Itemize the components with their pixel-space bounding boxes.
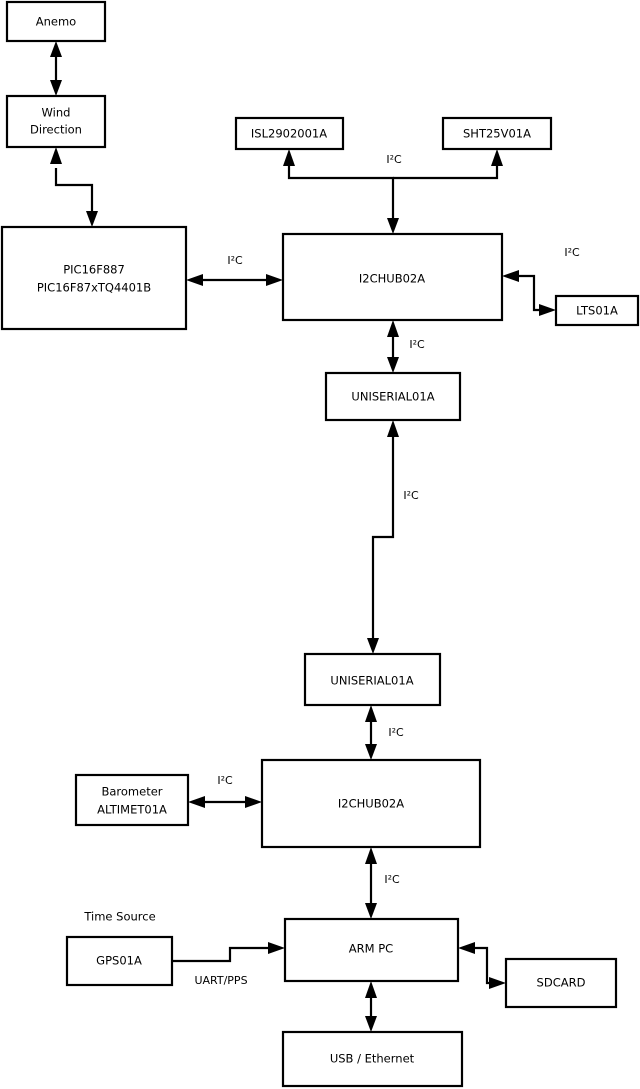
edge-label-gps-armpc: UART/PPS — [194, 974, 247, 987]
arrowhead-down — [387, 357, 399, 373]
edge-label-hubtop-uniserial: I²C — [409, 338, 425, 351]
node-anemo[interactable]: Anemo — [5, 0, 107, 43]
node-wind-direction-label-line1: Wind — [42, 106, 71, 120]
node-isl2902001a[interactable]: ISL2902001A — [234, 116, 345, 151]
arrowhead-up — [365, 705, 377, 722]
arrowhead-left — [188, 796, 205, 808]
node-gps01a[interactable]: GPS01A — [65, 935, 174, 987]
node-usb-ethernet-label: USB / Ethernet — [330, 1052, 415, 1066]
node-anemo-label: Anemo — [36, 15, 76, 29]
arrowhead-right — [539, 304, 556, 316]
arrowhead-down — [365, 744, 377, 760]
node-i2chub02a-bottom[interactable]: I2CHUB02A — [260, 758, 482, 849]
node-pic-mcu-label-line2: PIC16F87xTQ4401B — [37, 281, 151, 295]
connector-uniserial-lower-hubbot — [365, 705, 377, 760]
edge-label-hubtop-lts: I²C — [564, 246, 580, 259]
node-gps01a-label: GPS01A — [96, 954, 142, 968]
node-usb-ethernet[interactable]: USB / Ethernet — [281, 1030, 464, 1088]
node-wind-direction-label-line2: Direction — [30, 123, 82, 137]
arrowhead-down — [367, 638, 379, 654]
edge-label-pic-hubtop: I²C — [227, 254, 243, 267]
node-uniserial01a-lower[interactable]: UNISERIAL01A — [303, 652, 442, 707]
node-barometer[interactable]: Barometer ALTIMET01A — [74, 773, 190, 827]
node-i2chub02a-bottom-label: I2CHUB02A — [338, 797, 404, 811]
edge-label-barometer-hubbot: I²C — [217, 774, 233, 787]
connector-armpc-usbeth — [365, 981, 377, 1032]
connector-wind-pic — [50, 147, 98, 227]
node-barometer-label-line2: ALTIMET01A — [97, 803, 167, 817]
arrowhead-left — [458, 942, 475, 954]
connector-hubbot-armpc — [365, 847, 377, 919]
node-uniserial01a-lower-label: UNISERIAL01A — [330, 674, 413, 688]
arrowhead-up — [491, 149, 503, 166]
node-uniserial01a-upper[interactable]: UNISERIAL01A — [324, 371, 462, 422]
node-arm-pc[interactable]: ARM PC — [283, 917, 460, 983]
node-isl2902001a-label: ISL2902001A — [251, 127, 327, 141]
node-sdcard-label: SDCARD — [537, 976, 586, 990]
connector-barometer-hubbot — [188, 796, 262, 808]
node-sht25v01a-label: SHT25V01A — [463, 127, 531, 141]
edge-label-uniserial-hubbot: I²C — [388, 726, 404, 739]
arrowhead-right — [489, 977, 506, 989]
node-barometer-label-line1: Barometer — [101, 785, 162, 799]
connector-anemo-wind — [50, 41, 62, 96]
arrowhead-up — [387, 320, 399, 337]
node-arm-pc-label: ARM PC — [349, 942, 393, 956]
node-wind-direction[interactable]: Wind Direction — [5, 94, 107, 149]
arrowhead-right — [245, 796, 262, 808]
arrowhead-left — [186, 274, 203, 286]
arrowhead-up — [365, 981, 377, 998]
node-i2chub02a-top-label: I2CHUB02A — [359, 272, 425, 286]
free-label-time-source: Time Source — [83, 910, 155, 924]
arrowhead-down — [365, 903, 377, 919]
arrowhead-right — [266, 274, 283, 286]
node-lts01a-label: LTS01A — [576, 304, 618, 318]
arrowhead-up — [283, 149, 295, 166]
node-lts01a[interactable]: LTS01A — [554, 294, 640, 327]
node-sdcard[interactable]: SDCARD — [504, 957, 618, 1009]
connector-pic-hubtop — [186, 274, 283, 286]
node-i2chub02a-top[interactable]: I2CHUB02A — [281, 232, 504, 322]
arrowhead-up — [365, 847, 377, 864]
node-pic-mcu-label-line1: PIC16F887 — [63, 263, 125, 277]
arrowhead-up — [387, 420, 399, 437]
arrowhead-left — [502, 270, 519, 282]
node-sht25v01a[interactable]: SHT25V01A — [441, 116, 553, 151]
arrowhead-right — [268, 942, 285, 954]
connector-hubtop-sensors — [283, 149, 503, 234]
arrowhead-up — [50, 41, 62, 57]
arrowhead-down — [387, 218, 399, 234]
edge-label-hubbot-armpc: I²C — [384, 873, 400, 886]
edge-label-uniserial-uniserial: I²C — [403, 489, 419, 502]
node-uniserial01a-upper-label: UNISERIAL01A — [351, 390, 434, 404]
connector-armpc-sdcard — [458, 942, 506, 989]
connector-hubtop-lts — [502, 270, 556, 316]
arrowhead-down — [365, 1016, 377, 1032]
connector-hubtop-uniserial-upper — [387, 320, 399, 373]
arrowhead-down — [86, 211, 98, 227]
arrowhead-up — [50, 147, 62, 164]
node-pic-mcu[interactable]: PIC16F887 PIC16F87xTQ4401B — [0, 225, 188, 331]
edge-label-hubtop-sensors: I²C — [386, 153, 402, 166]
connector-uniserial-uniserial — [367, 420, 399, 654]
arrowhead-down — [50, 80, 62, 96]
connector-gps-armpc — [172, 942, 285, 963]
